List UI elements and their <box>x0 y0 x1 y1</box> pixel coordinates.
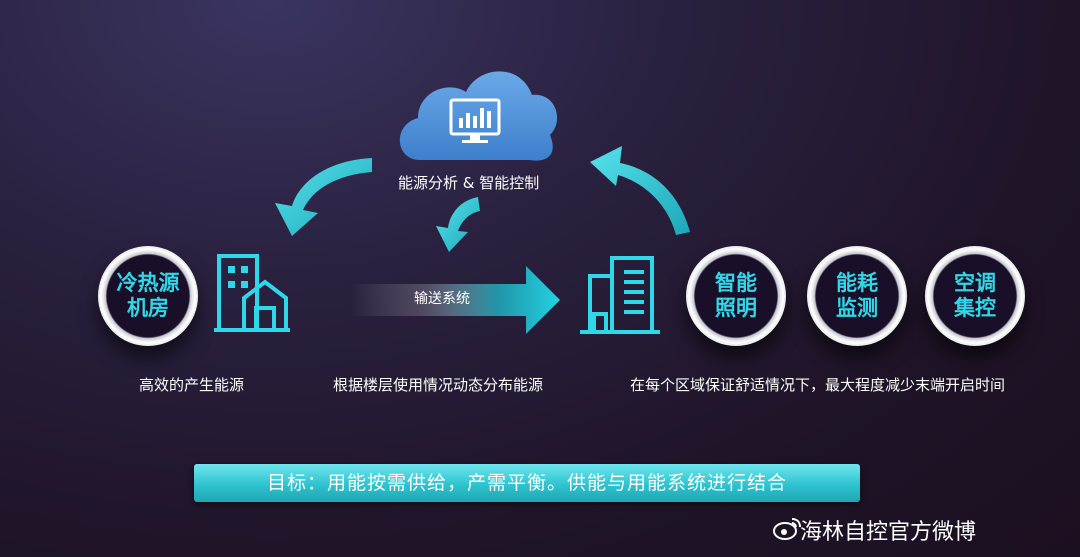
terminal-ac-line2: 集控 <box>954 296 996 320</box>
building-icon <box>214 254 290 332</box>
terminals-caption: 在每个区域保证舒适情况下，最大程度减少末端开启时间 <box>630 376 1006 394</box>
watermark-text: 海林自控官方微博 <box>800 520 977 545</box>
terminal-lighting-circle: 智能 照明 <box>686 246 786 346</box>
terminal-lighting-line2: 照明 <box>715 296 757 320</box>
terminal-ac-text: 空调 集控 <box>925 271 1025 321</box>
terminal-energy-text: 能耗 监测 <box>807 271 907 321</box>
terminal-lighting-text: 智能 照明 <box>686 271 786 321</box>
cloud-label: 能源分析 & 智能控制 <box>398 174 540 192</box>
transport-caption: 根据楼层使用情况动态分布能源 <box>333 376 544 394</box>
goal-banner: 目标：用能按需供给，产需平衡。供能与用能系统进行结合 <box>194 464 860 502</box>
arrow-terminals-to-cloud <box>590 146 690 235</box>
terminal-ac-circle: 空调 集控 <box>925 246 1025 346</box>
terminal-lighting-line1: 智能 <box>715 271 757 295</box>
cloud-shape <box>399 71 558 161</box>
monitor-chart-icon <box>449 98 501 143</box>
terminal-ac-line1: 空调 <box>954 271 996 295</box>
arrow-cloud-to-source <box>275 158 372 236</box>
source-caption: 高效的产生能源 <box>139 376 245 394</box>
weibo-icon <box>773 518 801 540</box>
source-circle-text: 冷热源 机房 <box>98 271 198 321</box>
tower-building-icon <box>580 256 660 334</box>
arrow-cloud-to-transport <box>436 197 480 252</box>
transport-label: 输送系统 <box>414 291 470 307</box>
source-circle: 冷热源 机房 <box>98 246 198 346</box>
source-line1: 冷热源 <box>116 271 180 295</box>
transport-arrow <box>350 266 560 334</box>
terminal-energy-line1: 能耗 <box>836 271 878 295</box>
source-line2: 机房 <box>127 296 169 320</box>
terminal-energy-line2: 监测 <box>836 296 878 320</box>
terminal-energy-circle: 能耗 监测 <box>807 246 907 346</box>
